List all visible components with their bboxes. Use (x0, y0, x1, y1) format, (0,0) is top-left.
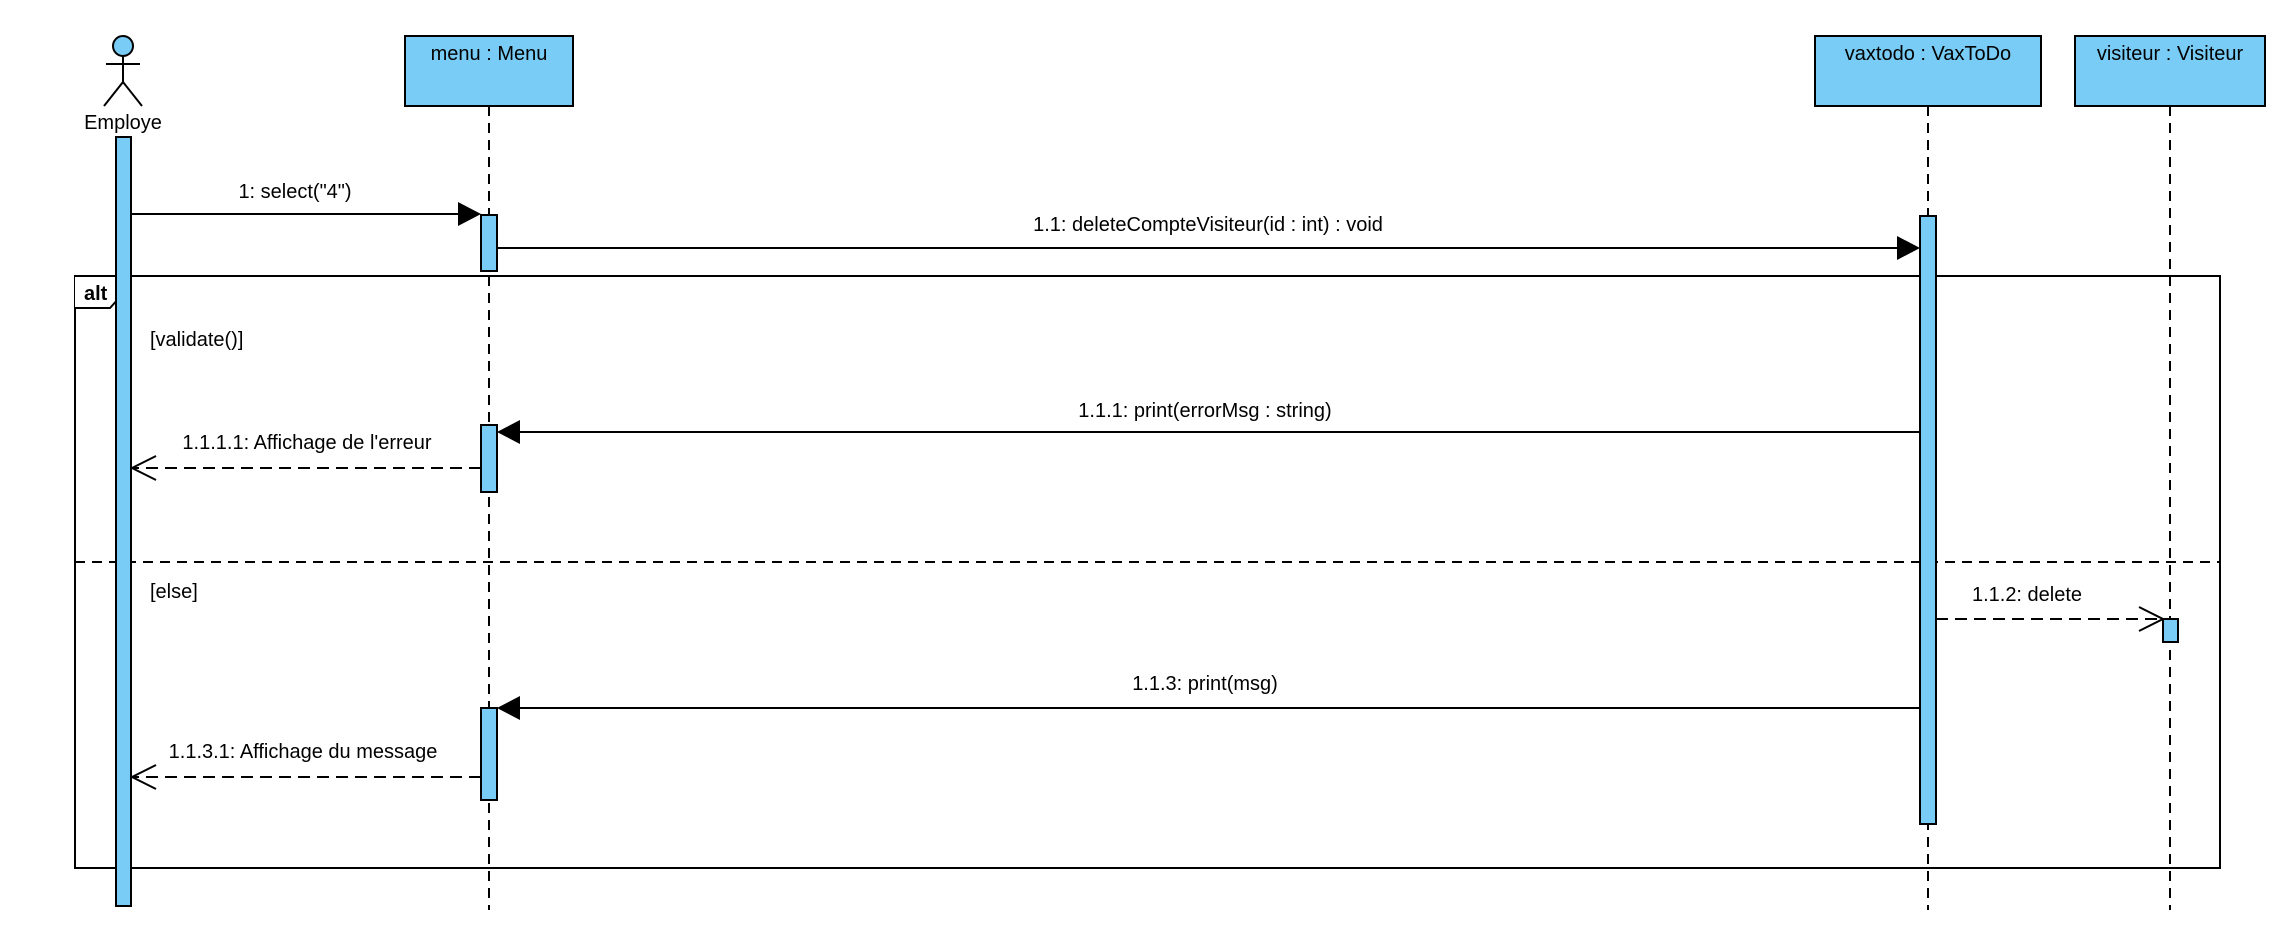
message-delete-arrowhead-icon (2138, 606, 2166, 632)
message-print-msg-label: 1.1.3: print(msg) (1132, 673, 1278, 695)
lifeline-vaxtodo-box (1814, 35, 2042, 107)
visiteur-activation-bar (2162, 618, 2179, 643)
message-print-msg-arrowhead-icon (497, 696, 520, 720)
message-print-msg: 1.1.3: print(msg) (497, 673, 1920, 720)
actor-right-leg-icon (122, 81, 143, 107)
lifeline-vaxtodo: vaxtodo : VaxToDo (1814, 35, 2042, 107)
message-print-error-arrowhead-icon (497, 420, 520, 444)
alt-operator-label: alt (84, 283, 108, 305)
actor-head-icon (112, 35, 134, 57)
message-select-label: 1: select("4") (238, 181, 351, 203)
message-delete-compte-arrowhead-icon (1897, 236, 1920, 260)
message-delete-compte: 1.1: deleteCompteVisiteur(id : int) : vo… (497, 214, 1920, 260)
actor-left-leg-icon (103, 81, 124, 107)
lifeline-vaxtodo-label: vaxtodo : VaxToDo (1845, 43, 2011, 65)
message-select-arrowhead-icon (458, 202, 481, 226)
message-delete-label: 1.1.2: delete (1972, 584, 2082, 606)
lifeline-visiteur: visiteur : Visiteur (2074, 35, 2266, 107)
actor-employe: Employe (84, 35, 162, 134)
alt-fragment: alt [validate()] [else] (74, 275, 2221, 869)
message-affichage-message-arrowhead-icon (129, 764, 157, 790)
message-affichage-erreur-label: 1.1.1.1: Affichage de l'erreur (182, 432, 432, 454)
lifeline-menu-box (404, 35, 574, 107)
menu-activation-2 (480, 424, 498, 493)
menu-activation-1 (480, 214, 498, 272)
message-affichage-erreur-arrowhead-icon (129, 455, 157, 481)
alt-fragment-frame (74, 275, 2221, 869)
lifeline-menu-label: menu : Menu (431, 43, 548, 65)
lifeline-menu: menu : Menu (404, 35, 574, 107)
message-print-error: 1.1.1: print(errorMsg : string) (497, 400, 1920, 444)
menu-activation-3 (480, 707, 498, 801)
message-print-error-label: 1.1.1: print(errorMsg : string) (1078, 400, 1331, 422)
message-select: 1: select("4") (131, 181, 481, 226)
message-delete: 1.1.2: delete (1936, 584, 2166, 632)
message-affichage-message-label: 1.1.3.1: Affichage du message (169, 741, 438, 763)
guard-else: [else] (150, 581, 198, 603)
lifeline-visiteur-box (2074, 35, 2266, 107)
employe-activation-bar (115, 136, 132, 907)
actor-name: Employe (84, 112, 162, 134)
message-delete-compte-label: 1.1: deleteCompteVisiteur(id : int) : vo… (1033, 214, 1383, 236)
message-affichage-erreur: 1.1.1.1: Affichage de l'erreur (129, 432, 481, 481)
message-affichage-message: 1.1.3.1: Affichage du message (129, 741, 481, 790)
lifeline-visiteur-label: visiteur : Visiteur (2097, 43, 2244, 65)
vaxtodo-activation-bar (1919, 215, 1937, 825)
guard-validate: [validate()] (150, 329, 243, 351)
